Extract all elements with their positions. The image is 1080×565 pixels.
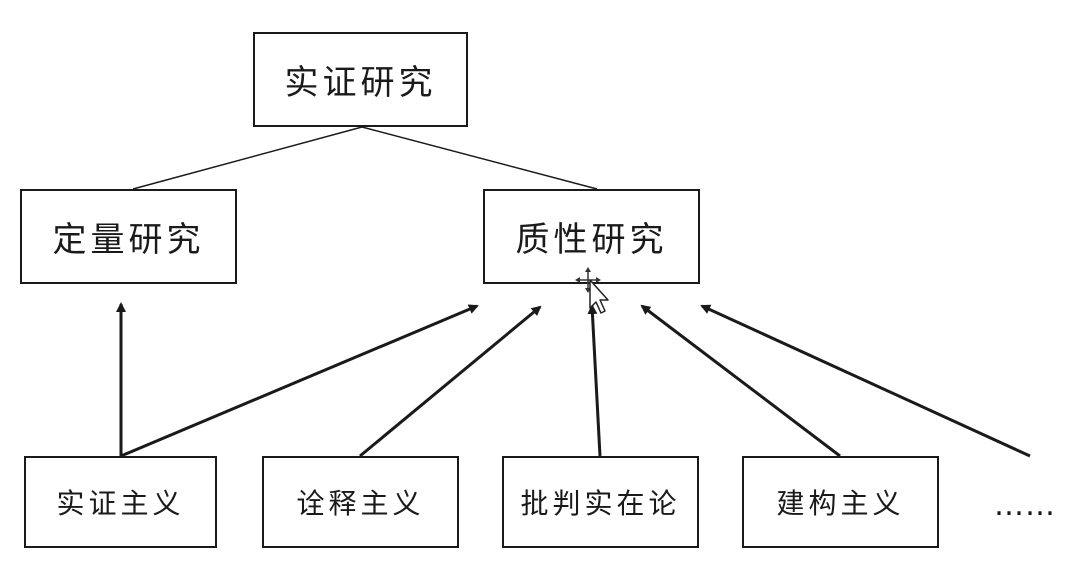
arrow-ellipsis-to-qualitative <box>700 304 1031 458</box>
node-interpretivism: 诠释主义 <box>262 456 459 548</box>
arrow-positivism-to-qualitative <box>120 304 479 458</box>
node-quantitative-research: 定量研究 <box>20 189 237 284</box>
node-qualitative-research: 质性研究 <box>483 189 700 284</box>
edge-root-to-quantitative <box>132 126 363 190</box>
arrow-critical-realism-to-qualitative <box>587 304 602 457</box>
arrow-interpretivism-to-qualitative <box>359 305 542 458</box>
edge-root-to-qualitative <box>361 126 598 190</box>
move-cursor-icon <box>575 267 609 314</box>
node-critical-realism: 批判实在论 <box>502 456 699 548</box>
node-positivism: 实证主义 <box>24 456 217 548</box>
node-empirical-research: 实证研究 <box>253 32 468 127</box>
ellipsis-more-text: …… <box>994 488 1056 523</box>
arrow-constructivism-to-qualitative <box>640 304 841 458</box>
node-constructivism: 建构主义 <box>742 456 939 548</box>
